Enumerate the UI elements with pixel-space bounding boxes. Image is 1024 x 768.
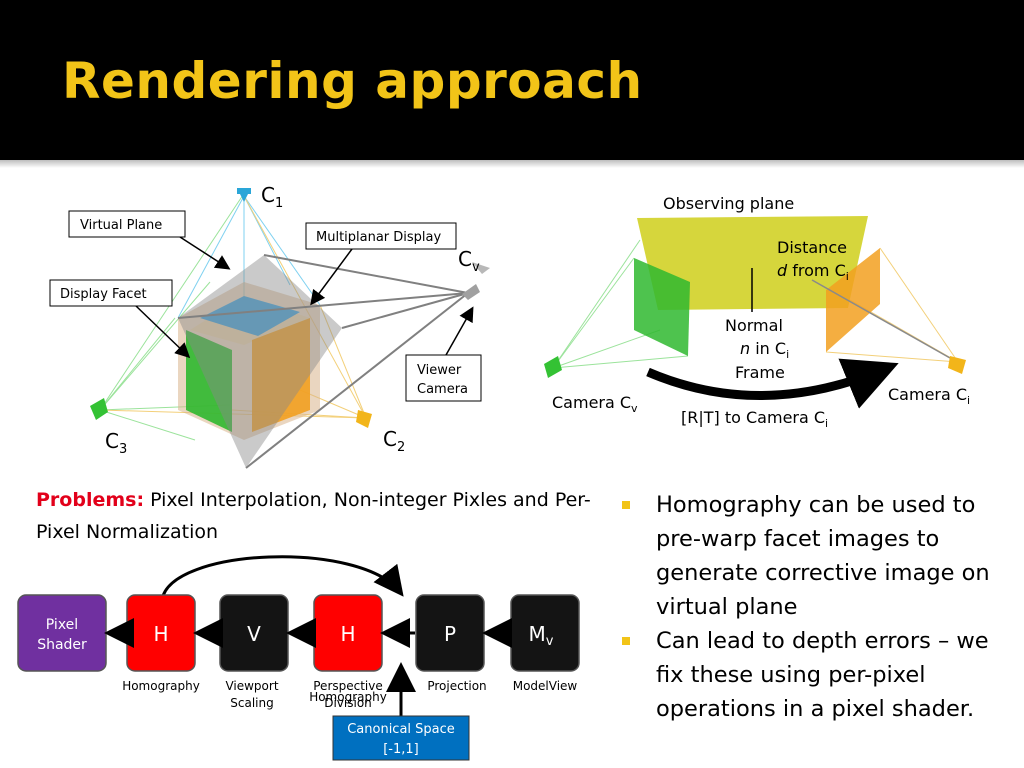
bullet-item: Can lead to depth errors – we fix these … bbox=[620, 624, 1000, 726]
pixel-shader-line2: Shader bbox=[37, 637, 87, 653]
homography-letter: H bbox=[153, 622, 168, 646]
label-c2: C bbox=[383, 427, 397, 451]
label-distance-1: Distance bbox=[777, 238, 847, 257]
title-bar: Rendering approach bbox=[0, 0, 1024, 160]
problems-body: Pixel Interpolation, Non-integer Pixles … bbox=[36, 489, 591, 543]
projection-caption: Projection bbox=[427, 679, 486, 693]
homography-caption: Homography bbox=[122, 679, 200, 693]
pipeline-skip-arrow bbox=[160, 555, 404, 601]
perspective-overlap-caption: Homography bbox=[309, 690, 387, 704]
callout-viewer-line2: Camera bbox=[417, 382, 468, 397]
pixel-shader-box bbox=[17, 594, 107, 672]
projection-letter: P bbox=[444, 622, 456, 646]
callout-multiplanar-display: Multiplanar Display bbox=[316, 230, 442, 245]
label-cv: C bbox=[458, 247, 472, 271]
camera-cv-icon bbox=[544, 356, 562, 378]
svg-text:Camera Ci: Camera Ci bbox=[888, 385, 970, 407]
left-figure: Virtual Plane Multiplanar Display Displa… bbox=[49, 183, 490, 469]
svg-text:C1: C1 bbox=[261, 183, 283, 211]
right-facet bbox=[252, 318, 310, 432]
viewport-caption-2: Scaling bbox=[230, 696, 273, 710]
transform-arrow bbox=[646, 358, 899, 409]
svg-text:Mv: Mv bbox=[529, 622, 554, 649]
label-normal-1: Normal bbox=[725, 316, 783, 335]
bullet-square-icon bbox=[622, 637, 630, 645]
label-transform: [R|T] to Camera C bbox=[681, 408, 825, 427]
virtual-plane bbox=[178, 255, 342, 468]
label-c1: C bbox=[261, 183, 275, 207]
camera-c1-icon bbox=[237, 188, 251, 202]
viewport-letter: V bbox=[247, 622, 261, 646]
viewport-caption-1: Viewport bbox=[225, 679, 278, 693]
pipeline: Pixel Shader H Homography V Viewport Sca… bbox=[17, 555, 580, 761]
orange-facet bbox=[826, 248, 880, 352]
perspective-letter: H bbox=[340, 622, 355, 646]
camera-c2-icon bbox=[356, 410, 372, 428]
distance-line bbox=[811, 279, 951, 359]
label-observing-plane: Observing plane bbox=[663, 194, 794, 213]
pixel-shader-line1: Pixel bbox=[46, 617, 78, 633]
green-facet bbox=[634, 258, 690, 356]
perspective-caption-2: Division bbox=[324, 696, 372, 710]
bullet-square-icon bbox=[622, 501, 630, 509]
bullet-item: Homography can be used to pre-warp facet… bbox=[620, 488, 1000, 624]
right-figure: Observing plane Distance d from Ci Norma… bbox=[544, 194, 970, 430]
perspective-caption-1: Perspective bbox=[313, 679, 383, 693]
observing-plane bbox=[637, 216, 868, 310]
slide-title: Rendering approach bbox=[62, 52, 643, 110]
label-camera-ci: Camera C bbox=[888, 385, 967, 404]
top-facet bbox=[200, 296, 300, 336]
svg-text:[R|T] to Camera Ci: [R|T] to Camera Ci bbox=[681, 408, 828, 430]
svg-text:Camera Cv: Camera Cv bbox=[552, 393, 638, 415]
svg-text:n in Ci: n in Ci bbox=[740, 339, 789, 361]
problems-text: Problems: Pixel Interpolation, Non-integ… bbox=[36, 484, 596, 548]
label-distance-d: d bbox=[777, 261, 788, 280]
modelview-caption: ModelView bbox=[513, 679, 578, 693]
svg-text:C2: C2 bbox=[383, 427, 405, 455]
camera-c3-icon bbox=[90, 398, 108, 420]
callout-display-facet: Display Facet bbox=[60, 287, 147, 302]
camera-ci-icon bbox=[948, 356, 966, 374]
label-normal-n: n bbox=[740, 339, 750, 358]
viewer-rays bbox=[177, 254, 469, 469]
left-facet bbox=[186, 330, 232, 432]
svg-text:Cv: Cv bbox=[458, 247, 480, 275]
callout-virtual-plane: Virtual Plane bbox=[80, 218, 162, 233]
svg-text:d from Ci: d from Ci bbox=[777, 261, 849, 283]
problems-label: Problems: bbox=[36, 489, 145, 511]
canonical-space-box bbox=[332, 715, 470, 761]
label-c3: C bbox=[105, 429, 119, 453]
canonical-space-line2: [-1,1] bbox=[383, 742, 419, 757]
callout-viewer-line1: Viewer bbox=[417, 363, 462, 378]
viewer-camera-icon bbox=[462, 262, 490, 300]
title-divider bbox=[0, 160, 1024, 168]
svg-text:C3: C3 bbox=[105, 429, 127, 457]
canonical-space-line1: Canonical Space bbox=[347, 722, 455, 737]
label-normal-3: Frame bbox=[735, 363, 785, 382]
bullet-list: Homography can be used to pre-warp facet… bbox=[620, 488, 1000, 726]
pipeline-arrows bbox=[104, 618, 512, 716]
label-camera-cv: Camera C bbox=[552, 393, 631, 412]
modelview-letter: M bbox=[529, 622, 546, 646]
